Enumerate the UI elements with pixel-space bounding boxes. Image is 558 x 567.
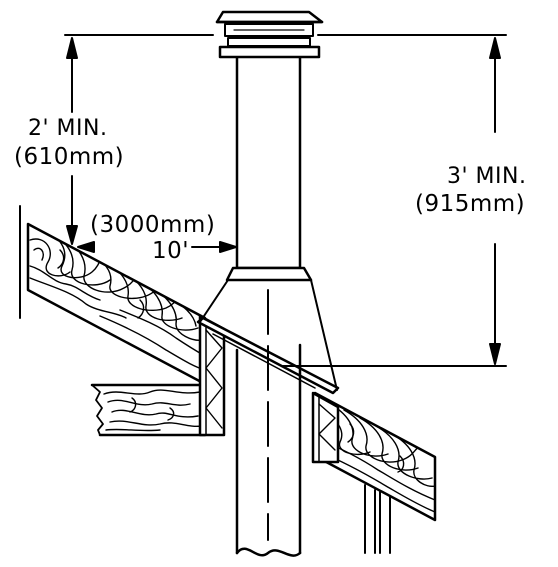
chimney-pipe xyxy=(235,55,302,557)
framing-left xyxy=(198,314,226,437)
dimension-label-3000mm: (3000mm) xyxy=(90,212,216,238)
wood-grain-joist xyxy=(103,389,203,432)
support-collar xyxy=(199,266,338,391)
dimension-label-10ft: 10' xyxy=(152,238,190,264)
framing-right xyxy=(311,391,340,464)
rain-cap xyxy=(215,10,324,59)
dimension-label-2ft-min: 2' MIN. xyxy=(28,116,108,141)
roof-deck-left xyxy=(26,222,207,386)
dimension-label-3ft-min: 3' MIN. xyxy=(447,164,527,189)
dimension-label-915mm: (915mm) xyxy=(415,191,526,217)
ceiling-joist xyxy=(90,383,207,437)
lower-posts-right xyxy=(364,484,391,554)
dimension-lines xyxy=(64,34,507,367)
dimension-label-610mm: (610mm) xyxy=(14,144,125,170)
